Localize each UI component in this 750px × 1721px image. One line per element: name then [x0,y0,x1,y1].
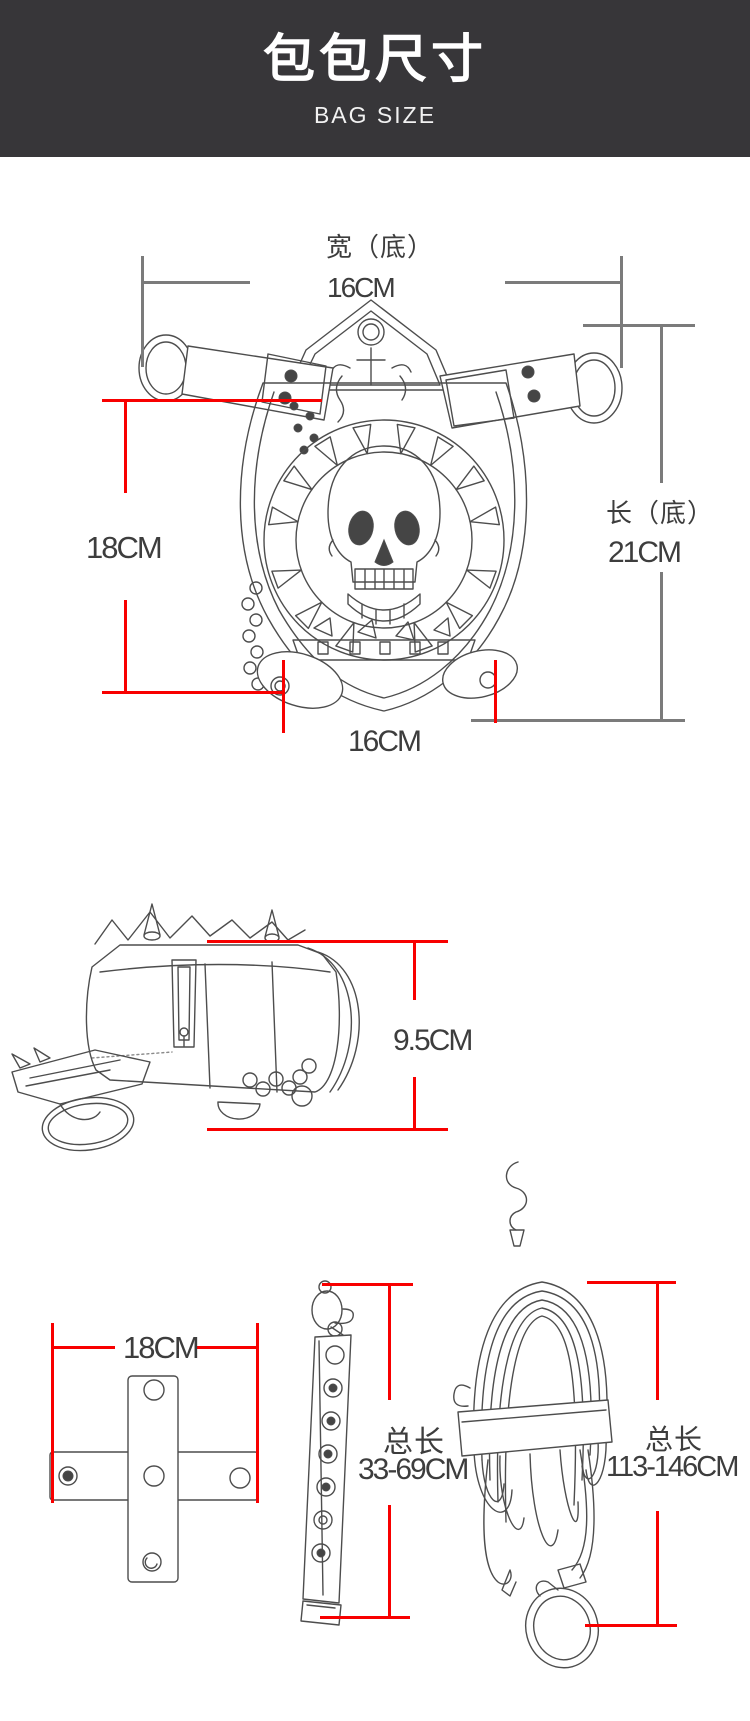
front-bottom-width-tick-right [494,660,497,723]
short-strap-line-top [322,1283,413,1286]
side-body [86,904,359,1092]
right-strap [440,353,622,428]
front-height-line-bottom [102,691,285,694]
side-thickness-value: 9.5CM [393,1024,473,1057]
page-title: 包包尺寸 [262,31,487,89]
short-strap-value: 33-69CM [358,1453,469,1486]
bottom-stud-bar [293,618,475,660]
shield-body [240,383,526,718]
connector-width-value: 18CM [123,1330,200,1365]
side-thickness-vline-bottom [413,1077,416,1131]
front-height-line-top [102,399,322,402]
side-thickness-vline-top [413,940,416,1000]
front-length-label: 长（底） [606,498,715,528]
front-width-line-right [505,281,622,284]
front-bottom-width-value: 16CM [348,725,422,758]
page-subtitle: BAG SIZE [313,102,437,128]
connector-tick-left [51,1323,54,1503]
cross-strap [50,1376,258,1582]
long-strap-label: 总长 [645,1424,704,1455]
side-chains-rings [218,1059,316,1119]
front-length-tick-top [583,324,695,327]
long-strap-vline-bottom [656,1511,659,1627]
short-strap-label: 总长 [383,1426,445,1459]
front-width-tick-right [620,256,623,368]
front-length-tick-bottom [471,719,685,722]
long-strap-line-bottom [585,1624,677,1627]
long-strap-value: 113-146CM [606,1451,739,1483]
radial-spikes [269,424,500,652]
long-strap-vline-top [656,1281,659,1400]
connector-strap-sketch [40,1368,268,1593]
coiled-strap [454,1162,612,1676]
short-strap-sketch [295,1255,425,1645]
left-strap [139,335,333,420]
front-width-tick-left [141,256,144,367]
side-holster [12,1048,150,1156]
connector-line-left [51,1346,115,1349]
short-strap-vline-top [388,1283,391,1400]
front-width-line-left [141,281,250,284]
header-banner: 包包尺寸 BAG SIZE [0,0,750,157]
front-length-vline-top [660,324,663,483]
connector-line-right [196,1346,259,1349]
front-width-value: 16CM [327,272,396,303]
skull [328,446,440,624]
long-strap-line-top [587,1281,676,1284]
short-strap-line-bottom [320,1616,410,1619]
front-length-vline-bottom [660,572,663,722]
connector-tick-right [256,1323,259,1503]
bag-front-view-sketch [128,288,640,720]
long-strap-sketch [440,1150,650,1710]
chain [242,582,264,690]
bottom-pouches [250,642,522,719]
front-height-vline-top [124,399,127,493]
front-height-value: 18CM [86,530,163,565]
side-thickness-line-bottom [207,1128,448,1131]
bag-side-view-sketch [0,872,460,1164]
short-strap-vline-bottom [388,1505,391,1618]
front-bottom-width-tick-left [282,660,285,733]
front-height-vline-bottom [124,600,127,693]
front-length-value: 21CM [608,536,682,569]
front-width-label: 宽（底） [326,232,435,262]
studded-strap [301,1281,353,1625]
side-thickness-line-top [207,940,448,943]
